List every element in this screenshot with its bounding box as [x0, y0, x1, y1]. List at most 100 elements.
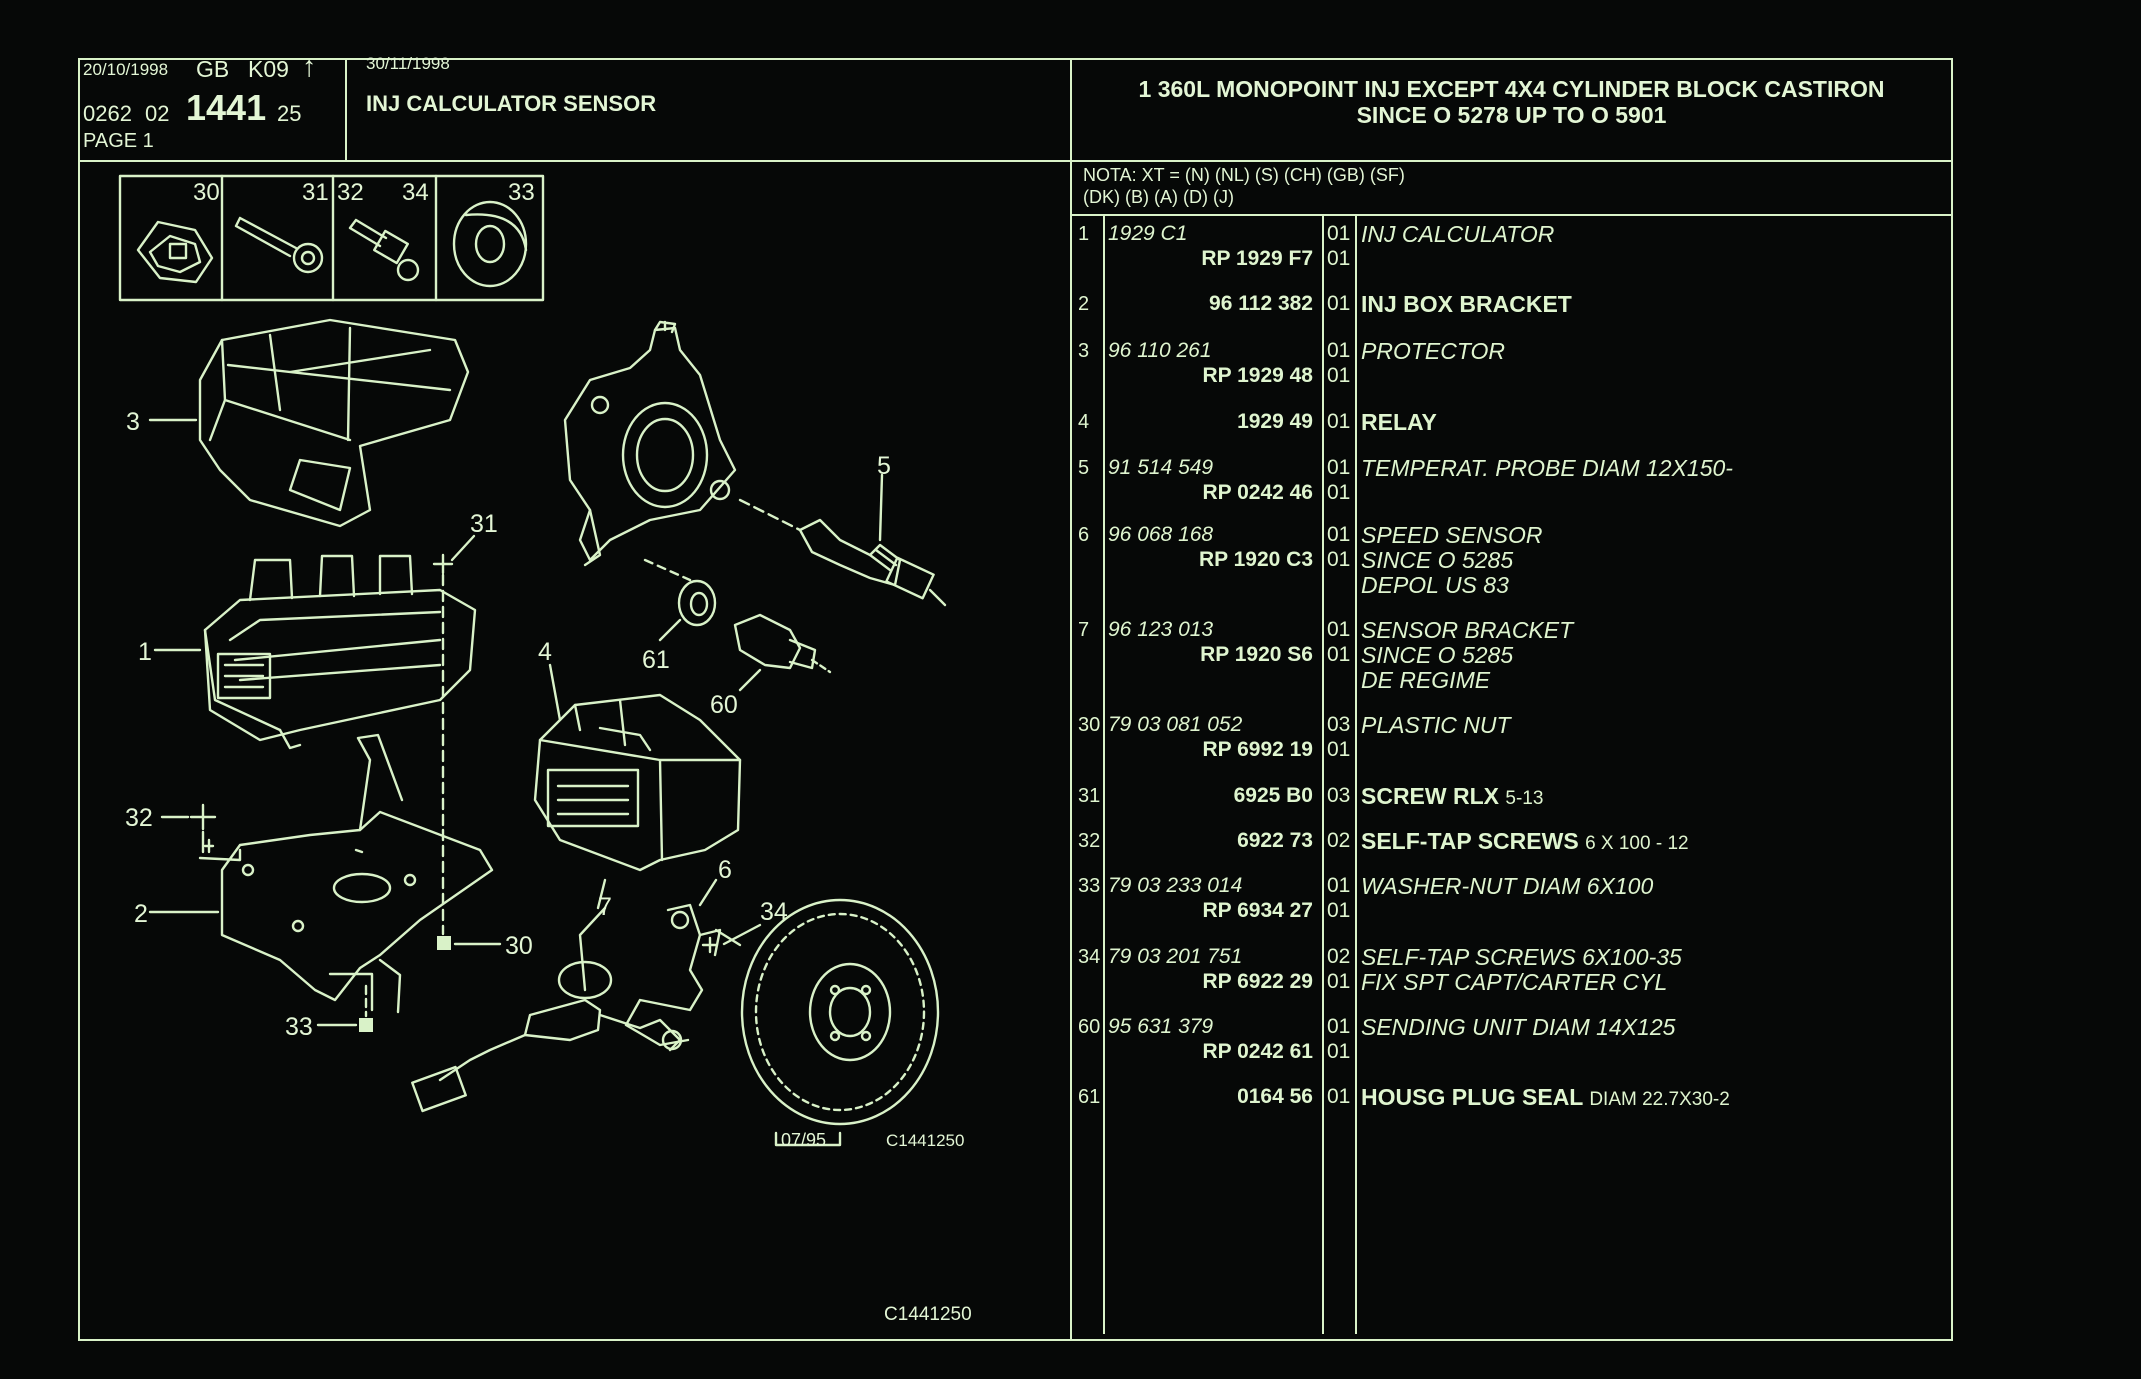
- part-reference: 96 112 382: [1209, 292, 1313, 315]
- inset-label-32: 32: [337, 179, 364, 206]
- header-ref-b: 02: [145, 101, 170, 126]
- callout-2: 2: [134, 900, 148, 928]
- part-quantity: 02: [1327, 829, 1351, 852]
- part-quantity: 01: [1327, 738, 1351, 761]
- callout-6: 6: [718, 856, 732, 884]
- page-title: INJ CALCULATOR SENSOR: [366, 91, 657, 116]
- nota-line1: NOTA: XT = (N) (NL) (S) (CH) (GB) (SF): [1083, 165, 1405, 185]
- nota-bottom-line: [1070, 214, 1951, 216]
- part-description: SELF-TAP SCREWS 6 X 100 - 12: [1361, 828, 1689, 855]
- part-description-text: RELAY: [1361, 409, 1437, 435]
- part-description-text: SELF-TAP SCREWS 6X100-35: [1361, 944, 1682, 970]
- washer-33-icon: [452, 200, 528, 288]
- part-description-text: SELF-TAP SCREWS: [1361, 828, 1579, 854]
- part-index: 3: [1078, 340, 1090, 362]
- header-date1: 20/10/1998: [83, 60, 169, 79]
- part-reference: RP 6922 29: [1202, 970, 1313, 993]
- part-description-text: TEMPERAT. PROBE DIAM 12X150-: [1361, 455, 1733, 481]
- part-quantity: 01: [1327, 970, 1351, 993]
- callout-3: 3: [126, 408, 140, 436]
- part-reference: RP 6934 27: [1202, 899, 1313, 922]
- part-reference: RP 0242 46: [1202, 481, 1313, 504]
- header-desc-line2: SINCE O 5278 UP TO O 5901: [1356, 102, 1667, 128]
- part-quantity: 01: [1327, 1085, 1351, 1108]
- screw-32-34-icon: [348, 218, 420, 282]
- part-reference: 96 123 013: [1108, 618, 1214, 641]
- part-index: 6: [1078, 524, 1090, 546]
- part-quantity: 01: [1327, 1015, 1351, 1038]
- part-quantity: 03: [1327, 784, 1351, 807]
- header-code: K09: [248, 56, 289, 82]
- part-description-extra: 6 X 100 - 12: [1585, 833, 1689, 854]
- stamp-code: C1441250: [886, 1131, 964, 1150]
- diagram-stamp: 07/95 C1441250: [774, 1130, 964, 1150]
- part-index: 33: [1078, 875, 1101, 897]
- part-reference: RP 1929 F7: [1201, 247, 1313, 270]
- header-left-divider: [345, 58, 347, 162]
- arrow-up-icon: ↑: [302, 51, 317, 83]
- part-index: 7: [1078, 619, 1090, 641]
- part-description-extra: DIAM 22.7X30-2: [1589, 1089, 1730, 1110]
- part-index: 2: [1078, 293, 1090, 315]
- part-description-text: DEPOL US 83: [1361, 572, 1509, 598]
- callout-33: 33: [285, 1013, 313, 1041]
- inset-label-34: 34: [402, 179, 429, 206]
- part-description-text: WASHER-NUT DIAM 6X100: [1361, 873, 1654, 899]
- part-reference: 1929 C1: [1108, 222, 1188, 245]
- sheet-frame: [78, 58, 1953, 1341]
- part-quantity: 01: [1327, 481, 1351, 504]
- part-description: SENDING UNIT DIAM 14X125: [1361, 1014, 1675, 1041]
- inset-fasteners-box: 30 31 32 34 33: [118, 174, 545, 302]
- center-divider: [1070, 58, 1072, 1339]
- part-description-text: SENDING UNIT DIAM 14X125: [1361, 1014, 1676, 1040]
- part-reference: 6922 73: [1237, 829, 1313, 852]
- part-description: DE REGIME: [1361, 667, 1490, 694]
- part-reference: 6925 B0: [1233, 784, 1313, 807]
- part-reference: 1929 49: [1237, 410, 1313, 433]
- part-description-text: SINCE O 5285: [1361, 642, 1514, 668]
- header-lang: GB: [196, 56, 230, 82]
- part-reference: RP 1929 48: [1202, 364, 1313, 387]
- part-reference: 95 631 379: [1108, 1015, 1214, 1038]
- part-quantity: 01: [1327, 618, 1351, 641]
- col-line-qty: [1355, 214, 1357, 1334]
- part-index: 34: [1078, 946, 1101, 968]
- inset-label-31: 31: [302, 179, 329, 206]
- header-desc-line1: 1 360L MONOPOINT INJ EXCEPT 4X4 CYLINDER…: [1138, 76, 1885, 102]
- part-index: 61: [1078, 1086, 1101, 1108]
- part-4-relay: 4: [533, 638, 742, 872]
- header-page: PAGE 1: [83, 130, 154, 152]
- part-2-bracket: 2: [134, 733, 494, 1014]
- part-description: PROTECTOR: [1361, 338, 1505, 365]
- callout-4: 4: [538, 638, 552, 666]
- part-description-text: SPEED SENSOR: [1361, 522, 1543, 548]
- part-reference: RP 1920 C3: [1198, 548, 1313, 571]
- part-description: FIX SPT CAPT/CARTER CYL: [1361, 969, 1667, 996]
- callout-32: 32: [125, 804, 153, 832]
- washer-33-marker: 33: [285, 984, 373, 1041]
- part-quantity: 01: [1327, 410, 1351, 433]
- nota-line2: (DK) (B) (A) (D) (J): [1083, 187, 1234, 207]
- part-description: SINCE O 5285: [1361, 642, 1513, 669]
- part-description-text: SCREW RLX: [1361, 783, 1499, 809]
- part-description-text: PROTECTOR: [1361, 338, 1505, 364]
- header-ref-c: 25: [277, 101, 302, 126]
- header-bottom-line: [78, 160, 1951, 162]
- part-quantity: 01: [1327, 874, 1351, 897]
- part-description: RELAY: [1361, 409, 1437, 436]
- part-description-text: DE REGIME: [1361, 667, 1491, 693]
- part-description: DEPOL US 83: [1361, 572, 1509, 599]
- part-61-seal: 61: [642, 558, 717, 674]
- target-wheel: [740, 898, 940, 1126]
- plastic-nut-icon: [136, 220, 214, 284]
- part-description-text: PLASTIC NUT: [1361, 712, 1511, 738]
- inset-label-30: 30: [193, 179, 220, 206]
- part-quantity: 01: [1327, 643, 1351, 666]
- part-reference: 96 068 168: [1108, 523, 1214, 546]
- part-description-extra: 5-13: [1505, 788, 1544, 809]
- part-3-protector: 3: [126, 318, 470, 528]
- part-description: SENSOR BRACKET: [1361, 617, 1573, 644]
- callout-7: 7: [598, 893, 612, 921]
- header-ref-main: 1441: [186, 87, 267, 128]
